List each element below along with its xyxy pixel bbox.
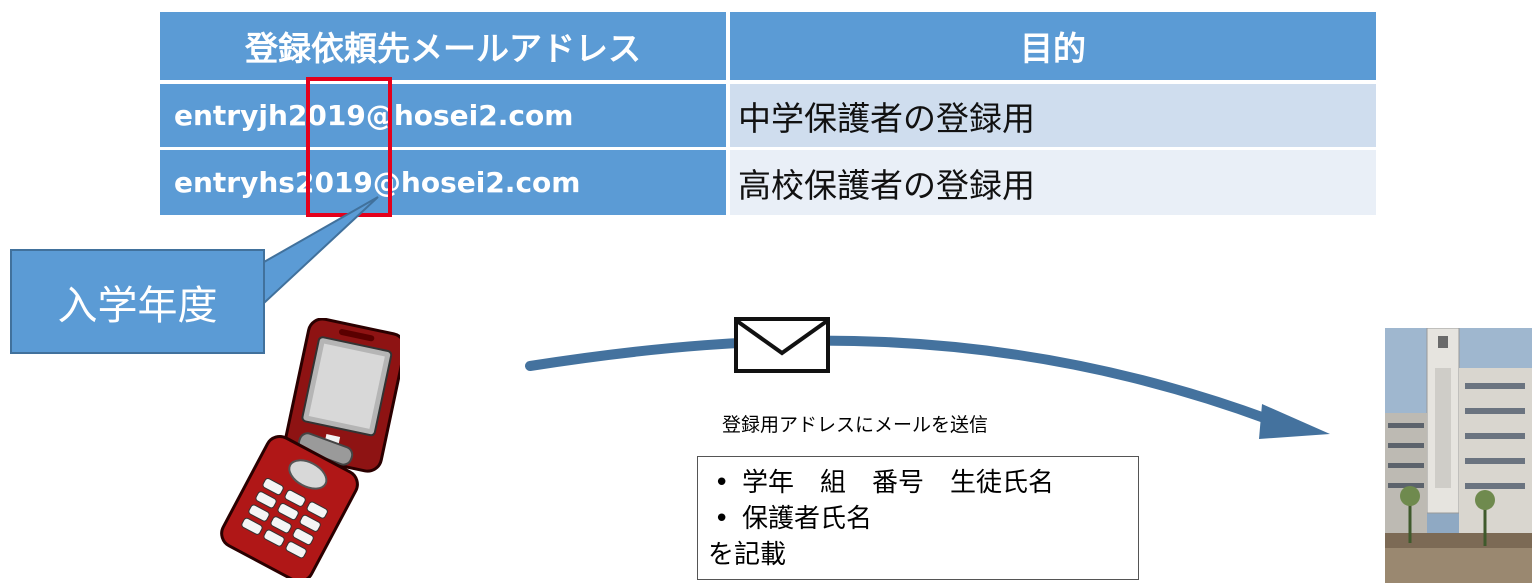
- enrollment-year-callout: 入学年度: [10, 249, 265, 354]
- mobile-phone-icon: [220, 318, 400, 578]
- required-info-tail: を記載: [708, 540, 787, 570]
- email-address-table: 登録依頼先メールアドレス 目的 entryjh2019@hosei2.com 中…: [160, 12, 1376, 215]
- address-junior-high: entryjh2019@hosei2.com: [160, 84, 726, 147]
- required-item-text: 学年 組 番号 生徒氏名: [742, 468, 1055, 498]
- school-building-icon: [1385, 328, 1532, 583]
- bullet-icon: •: [714, 468, 730, 498]
- bullet-icon: •: [714, 504, 730, 534]
- address-high-school: entryhs2019@hosei2.com: [160, 150, 726, 215]
- required-item: • 保護者氏名: [714, 501, 1138, 537]
- send-mail-caption: 登録用アドレスにメールを送信: [722, 414, 989, 436]
- purpose-high-school: 高校保護者の登録用: [730, 150, 1376, 215]
- required-item: • 学年 組 番号 生徒氏名: [714, 465, 1138, 501]
- purpose-junior-high: 中学保護者の登録用: [730, 84, 1376, 147]
- required-item-text: 保護者氏名: [742, 504, 873, 534]
- callout-label: 入学年度: [57, 282, 218, 329]
- envelope-icon: [734, 317, 830, 373]
- header-address: 登録依頼先メールアドレス: [160, 12, 726, 80]
- header-purpose: 目的: [730, 12, 1376, 80]
- required-info-box: • 学年 組 番号 生徒氏名 • 保護者氏名 を記載: [697, 456, 1139, 580]
